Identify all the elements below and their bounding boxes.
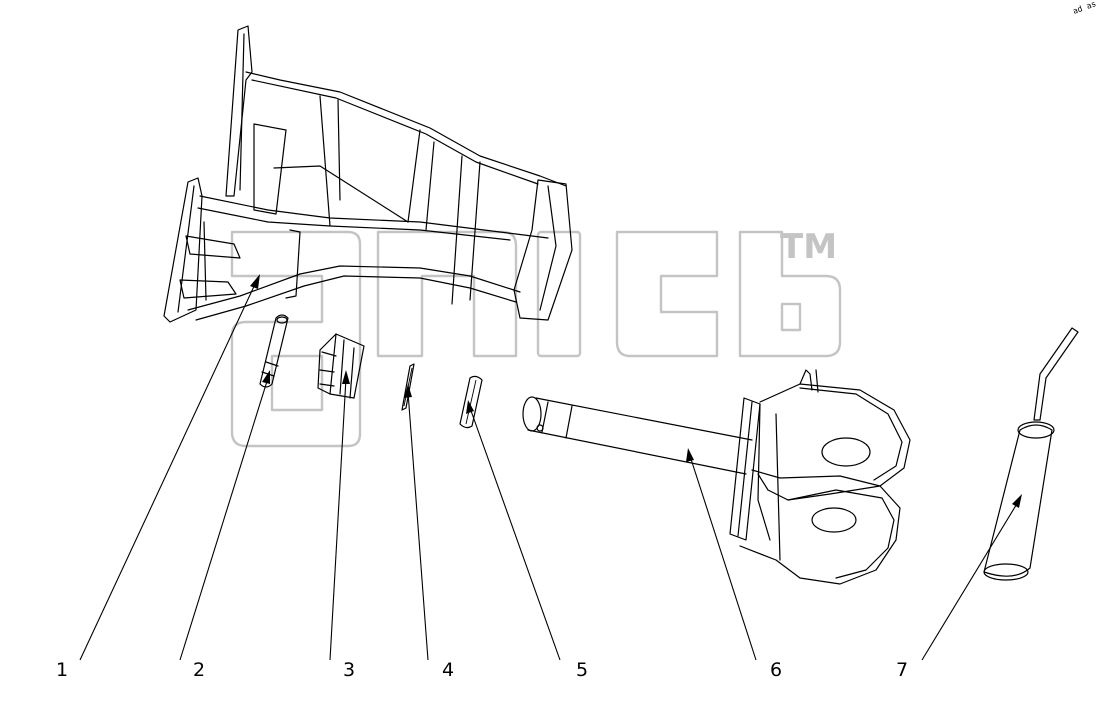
callout-labels: 1 2 3 4 5 6 7 xyxy=(56,659,908,681)
callout-5: 5 xyxy=(576,659,588,681)
callout-leaders xyxy=(79,274,1022,661)
part-6-tow-hitch xyxy=(522,369,911,585)
callout-3: 3 xyxy=(343,659,355,681)
part-1-frame-bracket xyxy=(163,25,573,323)
callout-4: 4 xyxy=(442,659,454,681)
callout-1: 1 xyxy=(56,659,68,681)
callout-2: 2 xyxy=(193,659,205,681)
part-5-spacer xyxy=(459,375,483,429)
callout-6: 6 xyxy=(770,659,782,681)
part-7-grease-tube xyxy=(983,327,1079,581)
trademark-mark: TM xyxy=(780,227,837,267)
callout-7: 7 xyxy=(896,659,908,681)
part-2-pin xyxy=(259,314,289,388)
watermark-logo: TM xyxy=(230,227,842,448)
corner-marking: ad as xyxy=(1072,0,1098,16)
part-3-bushing xyxy=(317,333,365,399)
